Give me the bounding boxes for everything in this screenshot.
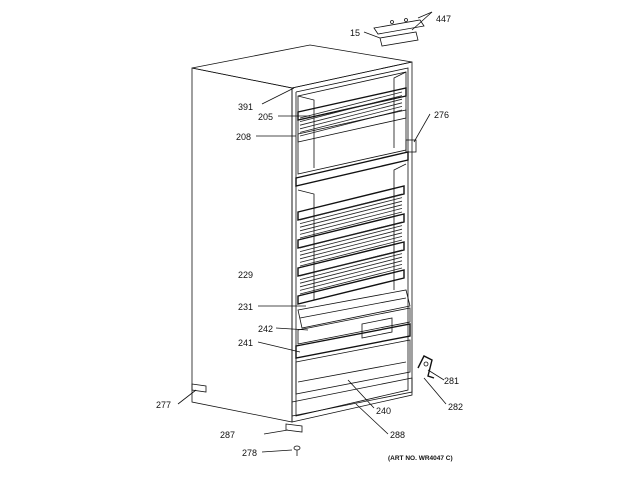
shelf-wire xyxy=(299,200,403,228)
fresh-food-shelf-2 xyxy=(297,213,405,249)
label-241: 241 xyxy=(238,338,253,348)
leveling-leg-left xyxy=(191,383,207,393)
shelf-wire xyxy=(299,260,403,288)
bottom-hinge xyxy=(417,355,435,379)
refrigerator-cabinet xyxy=(191,44,413,423)
shelf-wire xyxy=(299,197,403,224)
label-277: 277 xyxy=(156,400,171,410)
label-287: 287 xyxy=(220,430,235,440)
crisper-drawer xyxy=(295,323,411,359)
freezer-floor-panel xyxy=(297,109,407,143)
label-242: 242 xyxy=(258,324,273,334)
label-282: 282 xyxy=(448,402,463,412)
callout-labels: 447 15 391 205 208 276 229 231 242 241 2… xyxy=(156,14,463,462)
shelf-wire xyxy=(299,91,403,119)
shelf-wire xyxy=(299,208,403,235)
shelf-wire xyxy=(299,211,403,239)
top-hinge xyxy=(373,18,425,47)
shelf-wire xyxy=(299,102,403,130)
base-grille xyxy=(291,377,413,417)
fresh-food-shelf-3 xyxy=(297,241,405,277)
label-281: 281 xyxy=(444,376,459,386)
shelf-wire xyxy=(299,249,403,277)
leveling-leg-front xyxy=(285,423,303,433)
label-391: 391 xyxy=(238,102,253,112)
art-number: (ART NO. WR4047 C) xyxy=(388,455,453,462)
shelf-wire xyxy=(299,106,403,133)
label-288: 288 xyxy=(390,430,405,440)
label-276: 276 xyxy=(434,110,449,120)
lower-pan xyxy=(295,339,411,395)
shelf-wire xyxy=(299,232,403,260)
shelf-wire xyxy=(299,98,403,126)
fresh-food-shelf-1 xyxy=(297,185,405,221)
glass-shelf xyxy=(297,289,411,329)
shelf-wire xyxy=(299,239,403,267)
label-278: 278 xyxy=(242,448,257,458)
shelf-wire xyxy=(299,264,403,291)
label-208: 208 xyxy=(236,132,251,142)
shelf-wire xyxy=(299,236,403,263)
shelf-wire xyxy=(299,228,403,256)
compartment-divider xyxy=(295,151,409,187)
shelf-wire xyxy=(299,193,403,221)
shelf-wire xyxy=(299,267,403,295)
label-229: 229 xyxy=(238,270,253,280)
center-hinge xyxy=(405,139,417,153)
shelf-wire xyxy=(299,221,403,249)
shelf-wire xyxy=(299,253,403,280)
label-231: 231 xyxy=(238,302,253,312)
shelf-wire xyxy=(299,225,403,252)
leader-lines xyxy=(177,11,447,453)
fresh-food-shelf-4 xyxy=(297,269,405,305)
shelf-wire xyxy=(299,256,403,284)
shelf-wire xyxy=(299,95,403,122)
label-240: 240 xyxy=(376,406,391,416)
label-447: 447 xyxy=(436,14,451,24)
screw xyxy=(293,445,301,456)
label-205: 205 xyxy=(258,112,273,122)
shelf-wire xyxy=(299,204,403,232)
label-15: 15 xyxy=(350,28,360,38)
